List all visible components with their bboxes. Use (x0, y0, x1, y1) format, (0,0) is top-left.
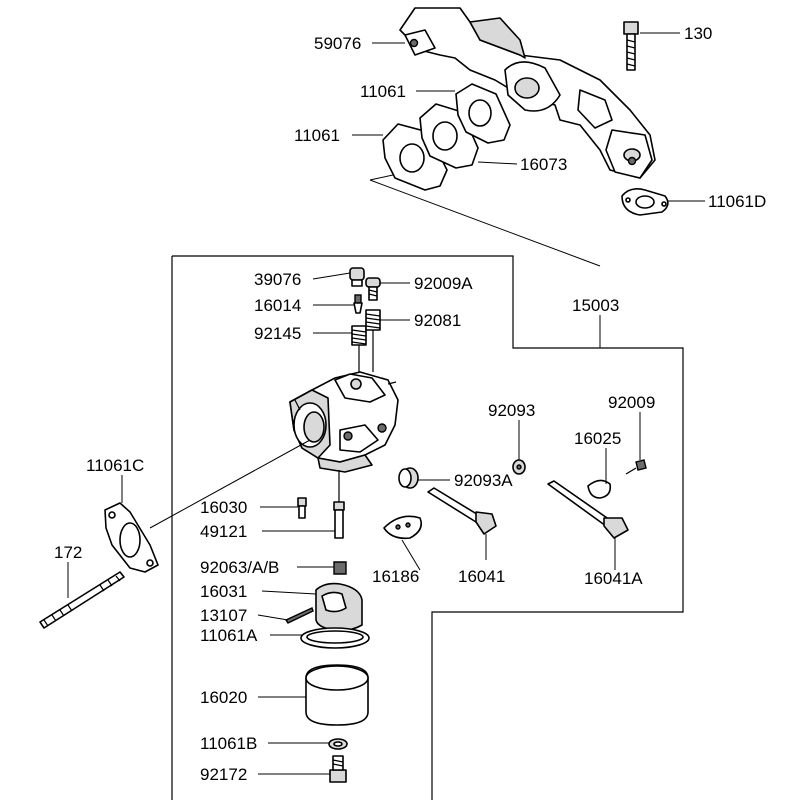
leader-lines (67, 32, 705, 775)
bushing-92093[interactable] (512, 459, 526, 475)
seal-92093A[interactable] (398, 467, 419, 489)
screw-16030[interactable] (297, 497, 307, 519)
label-16025: 16025 (574, 429, 621, 448)
label-15003: 15003 (572, 296, 619, 315)
label-92093A: 92093A (454, 471, 513, 490)
carburetor-assembly-frame (171, 255, 684, 800)
throttle-plate-16025[interactable] (587, 479, 612, 499)
label-92063: 92063/A/B (200, 558, 279, 577)
tube-49121[interactable] (333, 501, 345, 539)
gasket-11061D[interactable] (621, 188, 669, 216)
gasket-11061C-alignment-line (149, 439, 311, 529)
bolt-130[interactable] (623, 21, 639, 71)
manifold-59076[interactable] (399, 7, 656, 179)
label-16073: 16073 (520, 155, 567, 174)
label-172: 172 (54, 543, 82, 562)
gasket-11061-upper[interactable] (455, 83, 511, 144)
label-92145: 92145 (254, 324, 301, 343)
label-92093: 92093 (488, 401, 535, 420)
stud-172[interactable] (39, 571, 125, 629)
label-92172: 92172 (200, 765, 247, 784)
label-16041: 16041 (458, 567, 505, 586)
pin-13107[interactable] (284, 607, 314, 624)
label-92081: 92081 (414, 311, 461, 330)
label-16041A: 16041A (584, 569, 643, 588)
spring-92081[interactable] (365, 309, 381, 372)
label-16020: 16020 (200, 688, 247, 707)
label-11061B: 11061B (200, 734, 257, 753)
label-16186: 16186 (372, 567, 419, 586)
label-11061-mid: 11061 (294, 126, 340, 145)
float-16031[interactable] (315, 582, 363, 632)
choke-plate-16186[interactable] (383, 515, 423, 540)
screw-92009A[interactable] (365, 277, 381, 301)
bolt-92172[interactable] (329, 755, 347, 783)
label-39076: 39076 (254, 270, 301, 289)
label-59076: 59076 (314, 34, 361, 53)
label-16030: 16030 (200, 498, 247, 517)
label-92009: 92009 (608, 393, 655, 412)
label-13107: 13107 (200, 606, 247, 625)
spring-92145[interactable] (351, 325, 367, 372)
washer-11061B[interactable] (328, 738, 348, 750)
jet-39076[interactable] (349, 267, 365, 287)
throttle-shaft-16041A[interactable] (547, 480, 629, 539)
label-130: 130 (684, 24, 712, 43)
label-16014: 16014 (254, 296, 301, 315)
label-11061A: 11061A (200, 626, 258, 645)
float-bowl-16020[interactable] (305, 664, 369, 726)
frame-connector-line (369, 179, 601, 267)
choke-shaft-16041[interactable] (427, 487, 497, 535)
label-11061-top: 11061 (360, 82, 406, 101)
carburetor-body-15003[interactable] (289, 371, 399, 473)
label-16031: 16031 (200, 582, 247, 601)
label-92009A: 92009A (414, 274, 473, 293)
needle-16014[interactable] (353, 294, 363, 314)
label-49121: 49121 (200, 522, 247, 541)
label-11061C: 11061C (86, 456, 144, 475)
gasket-11061C[interactable] (104, 502, 159, 573)
jet-92063[interactable] (333, 561, 347, 575)
screw-92009[interactable] (625, 459, 647, 475)
part-labels: 59076 130 11061 11061 16073 11061D 39076… (54, 24, 766, 784)
label-11061D: 11061D (708, 192, 766, 211)
gasket-11061A[interactable] (300, 627, 370, 649)
